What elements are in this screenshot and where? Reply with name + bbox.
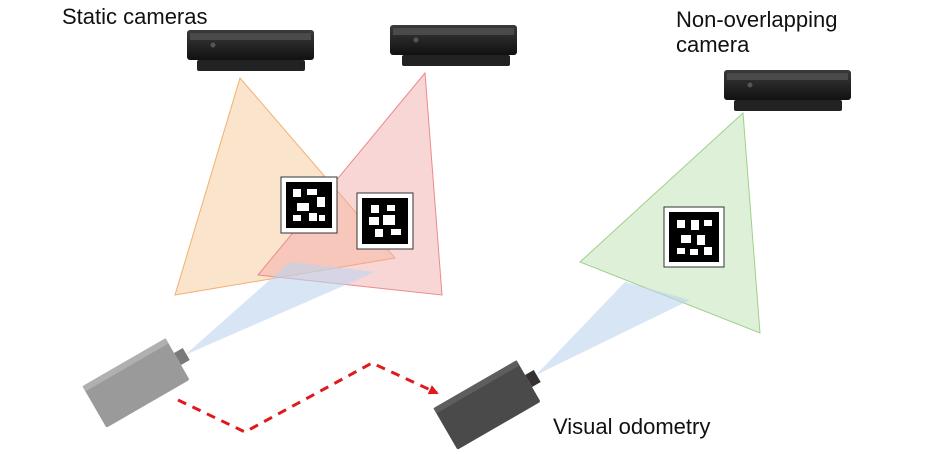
- fiducial-marker-1-icon: [280, 176, 338, 234]
- non-overlapping-camera-label: Non-overlapping camera: [676, 7, 837, 57]
- fov-visual-odometry-past: [185, 262, 375, 355]
- trajectory-arrow: [177, 361, 439, 434]
- static-cameras-label: Static cameras: [62, 4, 208, 29]
- fiducial-marker-3-icon: [663, 206, 725, 268]
- static-camera-1-icon: [187, 30, 314, 71]
- non-overlapping-camera-icon: [724, 70, 851, 111]
- fov-visual-odometry-current: [536, 282, 690, 375]
- non-overlapping-label-line1: Non-overlapping: [676, 7, 838, 32]
- static-camera-2-icon: [390, 25, 517, 66]
- visual-odometry-camera-current-icon: [433, 360, 541, 450]
- visual-odometry-label: Visual odometry: [553, 414, 711, 439]
- visual-odometry-camera-past-icon: [82, 338, 190, 428]
- fiducial-marker-2-icon: [356, 192, 414, 250]
- non-overlapping-label-line2: camera: [676, 32, 750, 57]
